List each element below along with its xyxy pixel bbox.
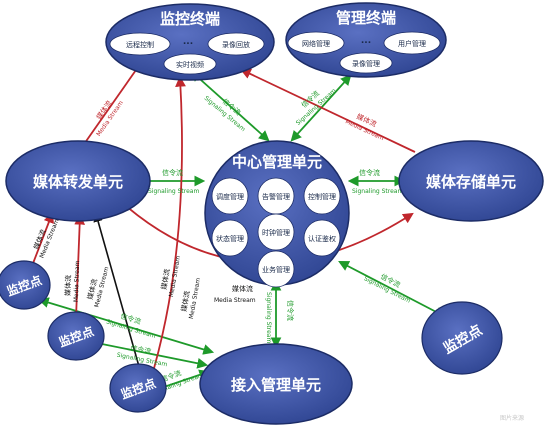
media-label-cn: 媒体流: [159, 268, 172, 290]
svg-text:控制管理: 控制管理: [308, 192, 336, 201]
media-forward-title: 媒体转发单元: [33, 173, 123, 191]
management-terminal-item: 用户管理: [383, 31, 441, 55]
signal-label-en: Signaling Stream: [352, 188, 403, 195]
center-function: 认证鉴权: [303, 219, 341, 257]
svg-text:远程控制: 远程控制: [126, 40, 154, 49]
media-arrow-mp2-forward: [74, 213, 86, 319]
media-forward-node: 媒体转发单元: [5, 140, 151, 222]
management-terminal-item: 录像管理: [339, 52, 393, 74]
center-function: 业务管理: [257, 250, 295, 288]
monitor-terminal-item: 远程控制: [109, 32, 171, 56]
svg-text:用户管理: 用户管理: [398, 39, 426, 48]
media-label-cn: 媒体流: [63, 275, 73, 296]
management-terminal-dots: ...: [361, 36, 371, 46]
management-terminal-item: 网络管理: [287, 31, 345, 55]
access-management-node: 接入管理单元: [199, 343, 353, 425]
management-terminal-node: 管理终端 网络管理 ... 用户管理 录像管理: [285, 2, 447, 78]
monitor-point-node: 监控点: [421, 301, 503, 375]
signal-label-en: Signaling Stream: [265, 292, 272, 343]
svg-text:认证鉴权: 认证鉴权: [308, 234, 336, 243]
media-label-en: Media Stream: [214, 297, 256, 304]
media-storage-node: 媒体存储单元: [398, 140, 544, 222]
monitor-terminal-item: 实时视频: [163, 53, 217, 75]
monitor-terminal-item: 录像回放: [207, 32, 265, 56]
signal-arrow-mp2-access: [89, 338, 209, 369]
svg-text:实时视频: 实时视频: [176, 60, 204, 69]
watermark: 图片来源: [500, 414, 524, 422]
center-function: 时钟管理: [257, 213, 295, 251]
media-arrow-storage-monitor: [240, 68, 416, 153]
center-function: 调度管理: [211, 177, 249, 215]
signal-label-cn: 信令流: [359, 168, 380, 177]
media-arrow-mp3-forward: [93, 212, 141, 371]
center-management-title: 中心管理单元: [232, 153, 322, 171]
media-label-en: Media Stream: [73, 260, 81, 302]
center-function: 状态管理: [211, 219, 249, 257]
management-terminal-title: 管理终端: [336, 9, 396, 27]
connectors: [31, 58, 446, 393]
media-arrow-mp1-forward: [31, 211, 54, 267]
signal-label-cn: 信令流: [130, 343, 152, 356]
media-arrow-mp3-monitor: [149, 75, 186, 383]
center-function: 告警管理: [257, 177, 295, 215]
monitor-terminal-node: 监控终端 远程控制 ... 录像回放 实时视频: [105, 3, 275, 81]
signal-arrow-monitor-center: [190, 70, 270, 142]
monitor-point-node: 监控点: [47, 311, 105, 361]
monitor-point-node: 监控点: [0, 260, 51, 310]
media-label-cn: 媒体流: [232, 284, 253, 293]
media-arrow-forward-monitor: [81, 58, 145, 148]
center-function: 控制管理: [303, 177, 341, 215]
svg-text:录像管理: 录像管理: [352, 59, 380, 68]
center-management-node: 中心管理单元 调度管理 告警管理 控制管理 状态管理 时钟管理 认证鉴权 业务管…: [204, 140, 350, 288]
svg-text:告警管理: 告警管理: [262, 192, 290, 201]
signal-label-cn: 信令流: [162, 168, 183, 177]
monitor-terminal-dots: ...: [183, 37, 193, 47]
svg-text:网络管理: 网络管理: [302, 39, 330, 48]
svg-text:录像回放: 录像回放: [222, 40, 250, 49]
svg-text:业务管理: 业务管理: [262, 265, 290, 274]
svg-text:调度管理: 调度管理: [216, 192, 244, 201]
access-management-title: 接入管理单元: [231, 376, 321, 394]
monitor-point-node: 监控点: [109, 363, 167, 413]
svg-text:状态管理: 状态管理: [216, 234, 244, 243]
media-storage-title: 媒体存储单元: [426, 173, 516, 191]
media-label-cn: 媒体流: [179, 290, 192, 312]
signal-label-en: Signaling Stream: [148, 188, 199, 195]
signal-label-cn: 信令流: [286, 300, 295, 321]
signal-arrow-center-monitorpoint4: [338, 261, 446, 317]
svg-text:时钟管理: 时钟管理: [262, 228, 290, 237]
monitor-terminal-title: 监控终端: [160, 10, 220, 28]
